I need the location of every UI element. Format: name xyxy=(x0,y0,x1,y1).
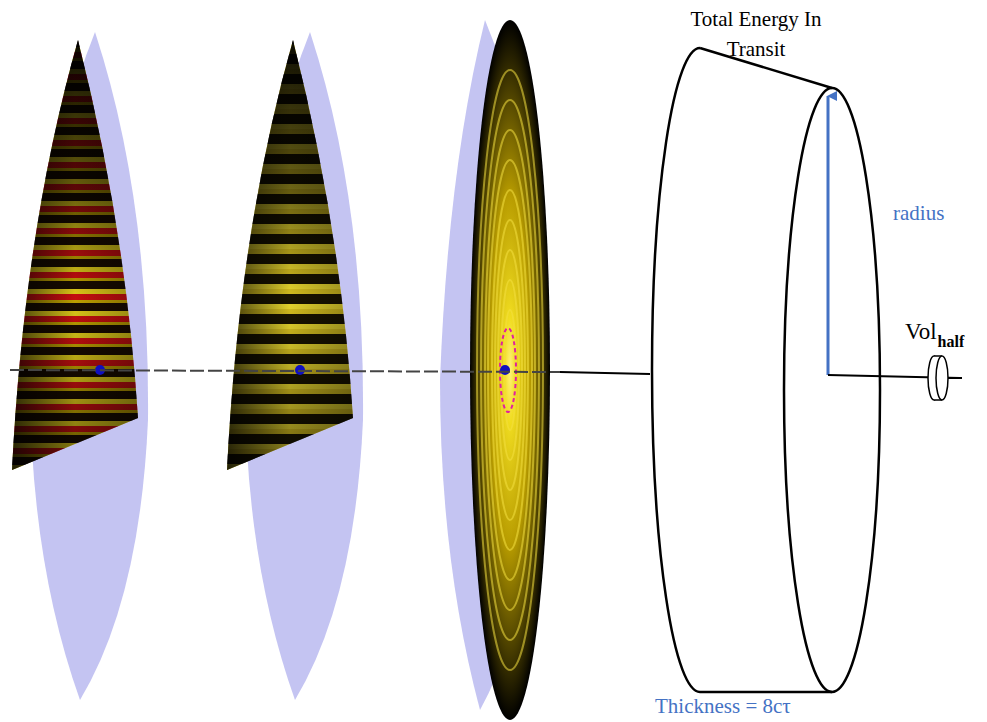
lens-concentric-fringes xyxy=(440,20,550,720)
axis-end xyxy=(948,377,962,379)
radius-arrow xyxy=(827,96,830,375)
volume-label: Vol xyxy=(905,318,937,346)
volume-subscript: half xyxy=(938,332,965,352)
radius-label: radius xyxy=(893,200,944,226)
optical-axis xyxy=(10,370,650,374)
lens-red-fringes xyxy=(12,32,148,700)
energy-cylinder xyxy=(652,48,880,692)
half-volume-disc xyxy=(928,356,948,400)
thickness-label: Thickness = 8cτ xyxy=(655,693,791,719)
cylinder-heading: Total Energy In Transit xyxy=(690,4,822,64)
lens-yellow-fringes xyxy=(227,32,363,700)
